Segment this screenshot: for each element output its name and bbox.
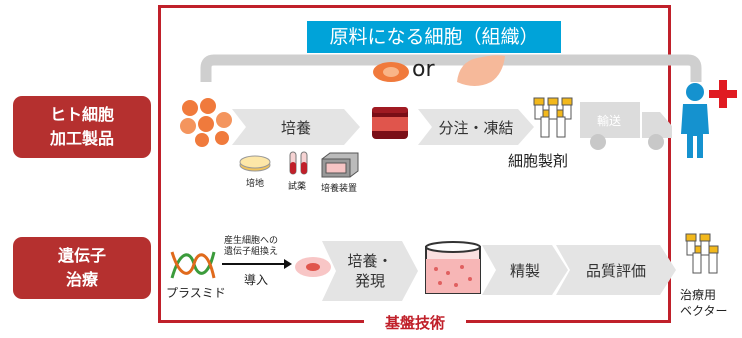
introduction-label: 導入 — [244, 273, 269, 287]
culture-expression-line1: 培養・ — [347, 252, 393, 270]
quality-evaluation-step-label: 品質評価 — [585, 261, 646, 280]
recombination-label: 産生細胞への 遺伝子組換え — [224, 236, 278, 258]
transfection-arrow — [222, 259, 292, 269]
gene-therapy-label: 遺伝子 治療 — [13, 237, 151, 299]
culture-dish-icon — [372, 107, 408, 139]
recombination-label-line2: 遺伝子組換え — [224, 247, 279, 257]
plasmid-label: プラスミド — [166, 286, 226, 300]
truck-icon — [580, 102, 672, 150]
purification-step-label: 精製 — [509, 261, 540, 280]
cell-cluster-icon — [180, 98, 232, 147]
cell-product-label-line2: 加工製品 — [49, 129, 114, 148]
reagent-icon — [289, 151, 308, 175]
or-text: or — [412, 57, 435, 82]
quality-evaluation-step: 品質評価 — [556, 245, 676, 295]
incubator-label: 培養装置 — [321, 184, 358, 194]
purification-step: 精製 — [482, 245, 568, 295]
culture-step: 培養 — [232, 109, 360, 145]
therapeutic-vector-line2: ベクター — [680, 304, 728, 318]
patient-icon — [681, 80, 737, 158]
source-cell-banner: 原料になる細胞（組織） — [307, 21, 561, 53]
incubator-icon — [321, 152, 359, 178]
culture-expression-step: 培養・ 発現 — [322, 241, 418, 301]
cell-product-label-line1: ヒト細胞 — [49, 105, 114, 124]
vials-icon — [533, 97, 573, 138]
bioreactor-icon — [425, 241, 481, 294]
dispense-freeze-step: 分注・凍結 — [418, 109, 534, 145]
gene-therapy-label-line1: 遺伝子 — [57, 246, 106, 265]
vector-vials-icon — [685, 233, 719, 274]
therapeutic-vector-line1: 治療用 — [680, 288, 717, 302]
recombination-label-line1: 産生細胞への — [224, 236, 279, 246]
platform-technology-label: 基盤技術 — [364, 311, 466, 335]
therapeutic-vector-label: 治療用 ベクター — [680, 287, 728, 319]
transport-label: 輸送 — [597, 114, 622, 128]
cell-product-label: ヒト細胞 加工製品 — [13, 96, 151, 158]
medium-icon — [239, 155, 271, 172]
dispense-freeze-step-label: 分注・凍結 — [438, 118, 514, 137]
culture-step-label: 培養 — [280, 118, 311, 137]
reagent-label: 試薬 — [288, 182, 307, 192]
tissue-icon — [457, 55, 505, 86]
cell-icon — [373, 62, 409, 82]
gene-therapy-label-line2: 治療 — [65, 270, 98, 289]
dna-icon — [170, 251, 216, 279]
medium-label: 培地 — [246, 179, 265, 189]
producer-cell-icon — [295, 257, 331, 277]
culture-expression-line2: 発現 — [354, 272, 385, 290]
cell-product-text: 細胞製剤 — [508, 152, 569, 170]
